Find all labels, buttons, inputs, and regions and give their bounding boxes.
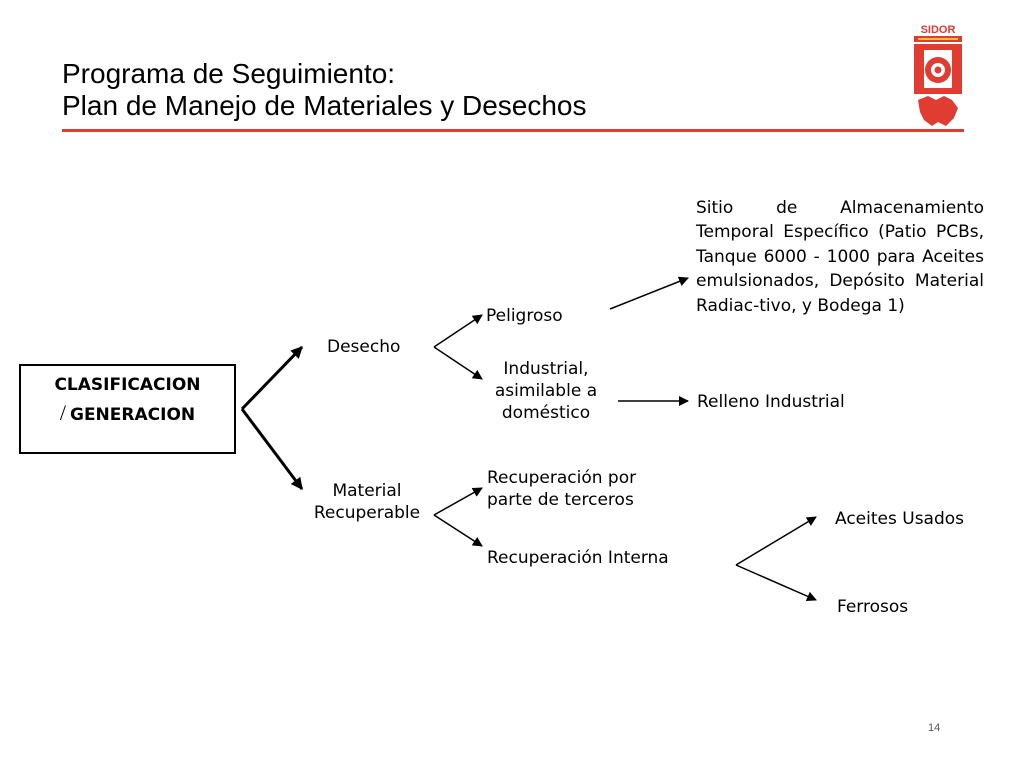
title-line-1: Programa de Seguimiento:	[62, 58, 396, 89]
node-relleno-industrial: Relleno Industrial	[697, 392, 845, 412]
node-recuperacion-interna: Recuperación Interna	[487, 548, 669, 568]
title-divider	[62, 129, 964, 132]
node-material-line-2: Recuperable	[313, 503, 421, 523]
arrow-material-to-terceros	[433, 487, 483, 516]
root-slash: /	[59, 400, 66, 425]
arrow-desecho-to-industrial	[433, 346, 483, 380]
root-label-generacion-line: /GENERACION	[21, 402, 234, 426]
arrow-material-to-interna	[433, 514, 483, 547]
node-recuperacion-terceros: Recuperación por parte de terceros	[487, 467, 636, 511]
node-material-recuperable: Material Recuperable	[302, 480, 432, 524]
logo-text: SIDOR	[921, 24, 956, 36]
node-aceites-usados: Aceites Usados	[835, 509, 965, 529]
node-material-line-1: Material	[332, 481, 402, 501]
arrow-interna-to-aceites	[735, 516, 817, 566]
node-sitio-almacenamiento: Sitio de Almacenamiento Temporal Específ…	[696, 198, 984, 316]
node-ferrosos: Ferrosos	[837, 597, 909, 617]
classification-box: CLASIFICACION /GENERACION	[19, 364, 236, 454]
sidor-logo: SIDOR	[914, 24, 962, 126]
root-label-generacion: GENERACION	[69, 405, 196, 425]
node-terceros-line-1: Recuperación por	[487, 468, 637, 488]
arrow-root-to-material	[240, 408, 304, 490]
arrow-peligroso-to-sitio	[609, 276, 689, 310]
arrow-interna-to-ferrosos	[735, 564, 817, 601]
arrow-desecho-to-peligroso	[433, 314, 483, 348]
arrow-root-to-desecho	[240, 345, 304, 411]
node-industrial-line-3: doméstico	[501, 403, 591, 423]
node-industrial: Industrial, asimilable a doméstico	[476, 358, 616, 424]
root-label-classificacion: CLASIFICACION	[54, 375, 201, 395]
slide-title: Programa de Seguimiento: Plan de Manejo …	[62, 58, 587, 122]
node-terceros-line-2: parte de terceros	[487, 490, 634, 510]
node-industrial-line-1: Industrial,	[503, 359, 589, 379]
title-line-2: Plan de Manejo de Materiales y Desechos	[62, 90, 587, 121]
node-peligroso: Peligroso	[486, 306, 563, 326]
node-desecho: Desecho	[327, 337, 401, 357]
page-number: 14	[928, 722, 941, 734]
node-industrial-line-2: asimilable a	[494, 381, 598, 401]
